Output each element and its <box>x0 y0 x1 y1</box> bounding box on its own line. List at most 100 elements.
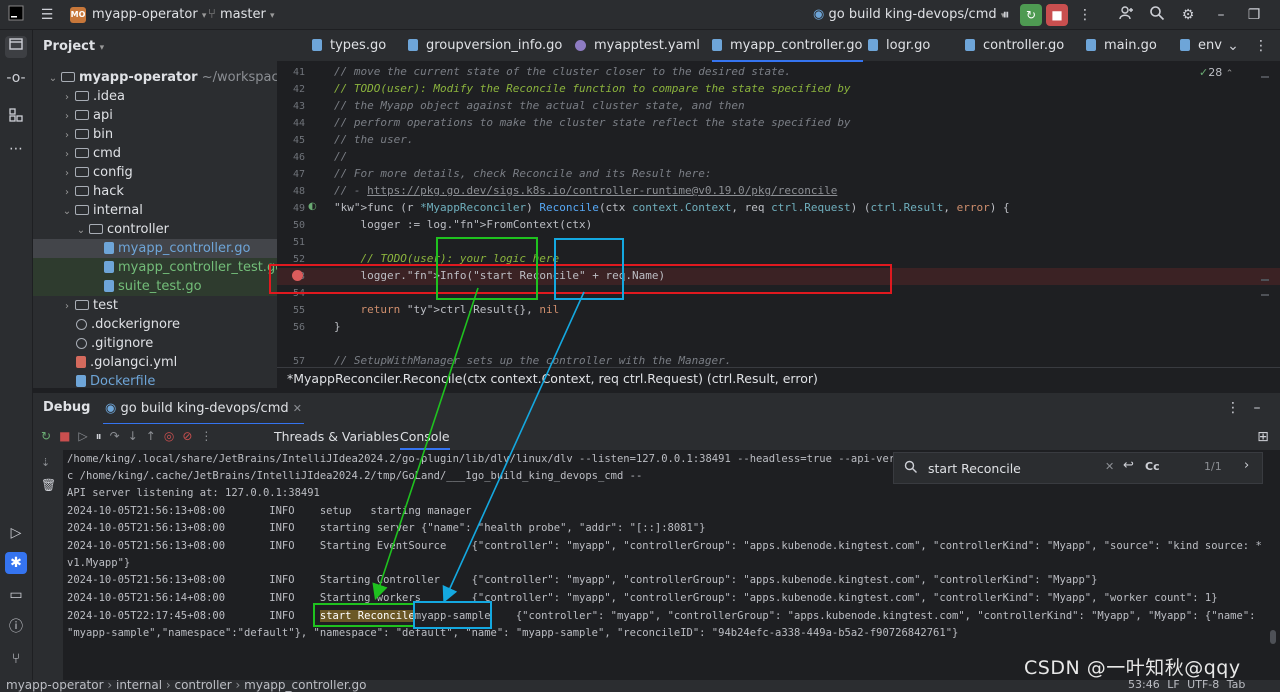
minimize-icon[interactable]: – <box>1217 7 1225 23</box>
tree-item[interactable]: ›cmd <box>33 144 277 163</box>
code-line: // SetupWithManager sets up the controll… <box>334 354 732 367</box>
step-over-icon[interactable]: ↷ <box>109 429 128 443</box>
new-line-icon[interactable]: ↩ <box>1123 458 1134 473</box>
status-crumb[interactable]: myapp_controller.go <box>244 680 367 692</box>
project-panel-title[interactable]: Project ▾ <box>43 39 104 54</box>
go-file-icon <box>312 39 322 51</box>
git-tool-icon[interactable]: ⑂ <box>11 651 21 667</box>
console-line: c /home/king/.cache/JetBrains/IntelliJId… <box>67 470 643 482</box>
editor-tab[interactable]: groupversion_info.go <box>408 30 562 62</box>
tree-item[interactable]: ⌄controller <box>33 220 277 239</box>
tree-item[interactable]: ›api <box>33 106 277 125</box>
tree-item[interactable]: suite_test.go <box>33 277 277 296</box>
stop-button[interactable]: ■ <box>1046 4 1068 26</box>
editor-tab[interactable]: myapptest.yaml <box>575 30 700 62</box>
project-tool-icon[interactable] <box>5 36 27 58</box>
editor-tab[interactable]: logr.go <box>868 30 930 62</box>
tree-item[interactable]: ›.idea <box>33 87 277 106</box>
tree-item[interactable]: ›test <box>33 296 277 315</box>
code-line: // <box>334 150 348 163</box>
editor-tab[interactable]: types.go <box>312 30 386 62</box>
more-icon[interactable]: ⋮ <box>200 429 221 443</box>
tree-item-label: myapp_controller_test.go <box>118 260 277 275</box>
folder-icon <box>75 91 89 101</box>
more-actions-icon[interactable]: ⋮ <box>1078 7 1092 23</box>
layout-icon[interactable]: ⊞ <box>1257 429 1269 445</box>
console-scrollbar[interactable] <box>1270 630 1276 644</box>
chevron-down-icon: ▾ <box>99 43 105 53</box>
match-case-button[interactable]: Cc <box>1145 460 1160 473</box>
tree-item[interactable]: ⌄internal <box>33 201 277 220</box>
resume-icon[interactable]: ▷ <box>78 429 96 443</box>
problems-tool-icon[interactable]: ⓘ <box>9 619 23 635</box>
rerun-button[interactable]: ↻ <box>1020 4 1042 26</box>
tree-item[interactable]: .golangci.yml <box>33 353 277 372</box>
status-crumb[interactable]: internal <box>115 680 163 692</box>
editor-breadcrumb[interactable]: *MyappReconciler.Reconcile(ctx context.C… <box>277 367 1280 388</box>
tree-item[interactable]: .gitignore <box>33 334 277 353</box>
code-editor[interactable]: 4142434445464748495051525354555657// mov… <box>277 62 1280 367</box>
debug-pause-icon[interactable]: ⏸ <box>1002 7 1010 23</box>
search-icon[interactable] <box>1147 5 1167 25</box>
branch-switcher[interactable]: ⑂ master ▾ <box>208 0 274 30</box>
pause-icon[interactable]: ⏸ <box>95 429 110 443</box>
code-line: // TODO(user): your logic here <box>334 252 560 265</box>
console-line-reconcile: 2024-10-05T22:17:45+08:00 INFO start Rec… <box>67 610 1255 622</box>
editor-tab[interactable]: main.go <box>1086 30 1157 62</box>
restore-window-icon[interactable]: ❐ <box>1247 7 1261 23</box>
trash-icon[interactable]: 🗑 <box>41 478 57 492</box>
rerun-icon[interactable]: ↻ <box>41 429 60 443</box>
hide-panel-icon[interactable]: – <box>1253 400 1261 416</box>
next-match-icon[interactable]: › <box>1244 458 1250 473</box>
editor-tab[interactable]: controller.go <box>965 30 1064 62</box>
terminal-tool-icon[interactable]: ▭ <box>9 587 23 603</box>
editor-tab[interactable]: env <box>1180 30 1222 62</box>
tree-item[interactable]: myapp_controller_test.go <box>33 258 277 277</box>
close-icon[interactable]: ✕ <box>292 402 302 415</box>
tree-item[interactable]: Dockerfile <box>33 372 277 388</box>
more-options-icon[interactable]: ⋮ <box>1226 400 1240 416</box>
tree-item[interactable]: ›hack <box>33 182 277 201</box>
main-menu-icon[interactable]: ☰ <box>40 7 54 23</box>
view-breakpoints-icon[interactable]: ◎ <box>163 429 183 443</box>
more-tabs-icon[interactable]: ⋮ <box>1254 38 1268 54</box>
mute-breakpoints-icon[interactable]: ⊘ <box>182 429 201 443</box>
problems-indicator[interactable]: ✓28 ⌃ <box>1199 66 1233 79</box>
more-tools-icon[interactable]: ⋯ <box>9 141 23 157</box>
search-input[interactable] <box>928 459 1098 477</box>
scroll-to-end-icon[interactable]: ⇣ <box>41 456 51 469</box>
editor-tab[interactable]: myapp_controller.go <box>712 30 863 62</box>
debug-tool-icon[interactable]: ✱ <box>5 552 27 574</box>
services-tool-icon[interactable]: ▷ <box>10 525 22 541</box>
status-crumb[interactable]: myapp-operator <box>6 680 104 692</box>
step-out-icon[interactable]: ↑ <box>145 429 164 443</box>
debug-subtab[interactable]: Threads & Variables <box>274 429 400 444</box>
commit-tool-icon[interactable]: -o- <box>6 70 26 86</box>
console-line: 2024-10-05T21:56:13+08:00 INFO starting … <box>67 522 706 534</box>
tree-root[interactable]: ⌄myapp-operator ~/workspace/king- <box>33 68 277 87</box>
go-file-icon <box>104 242 114 254</box>
code-line: // For more details, check Reconcile and… <box>334 167 712 180</box>
tree-item[interactable]: ›bin <box>33 125 277 144</box>
tree-item[interactable]: ›config <box>33 163 277 182</box>
tree-item[interactable]: myapp_controller.go <box>33 239 277 258</box>
structure-tool-icon[interactable] <box>5 107 27 129</box>
indent-setting[interactable]: Tab <box>1226 680 1246 691</box>
step-into-icon[interactable]: ↓ <box>127 429 146 443</box>
tab-list-chevron-icon[interactable]: ⌄ <box>1227 38 1239 54</box>
run-config-selector[interactable]: ◉ go build king-devops/cmd ▾ <box>813 0 1005 30</box>
implementation-gutter-icon[interactable]: ◐ <box>308 201 317 212</box>
tree-item[interactable]: .dockerignore <box>33 315 277 334</box>
clear-search-icon[interactable]: ✕ <box>1105 460 1115 473</box>
add-user-icon[interactable] <box>1116 5 1136 25</box>
console-output[interactable]: /home/king/.local/share/JetBrains/Intell… <box>63 450 1280 680</box>
file-encoding[interactable]: UTF-8 <box>1187 680 1220 691</box>
breakpoint-icon[interactable] <box>292 270 303 281</box>
gear-icon[interactable]: ⚙ <box>1181 7 1195 23</box>
caret-position[interactable]: 53:46 <box>1128 680 1160 691</box>
line-separator[interactable]: LF <box>1167 680 1180 691</box>
stop-icon[interactable]: ■ <box>59 429 79 443</box>
status-crumb[interactable]: controller <box>174 680 232 692</box>
go-file-icon <box>1180 39 1190 51</box>
